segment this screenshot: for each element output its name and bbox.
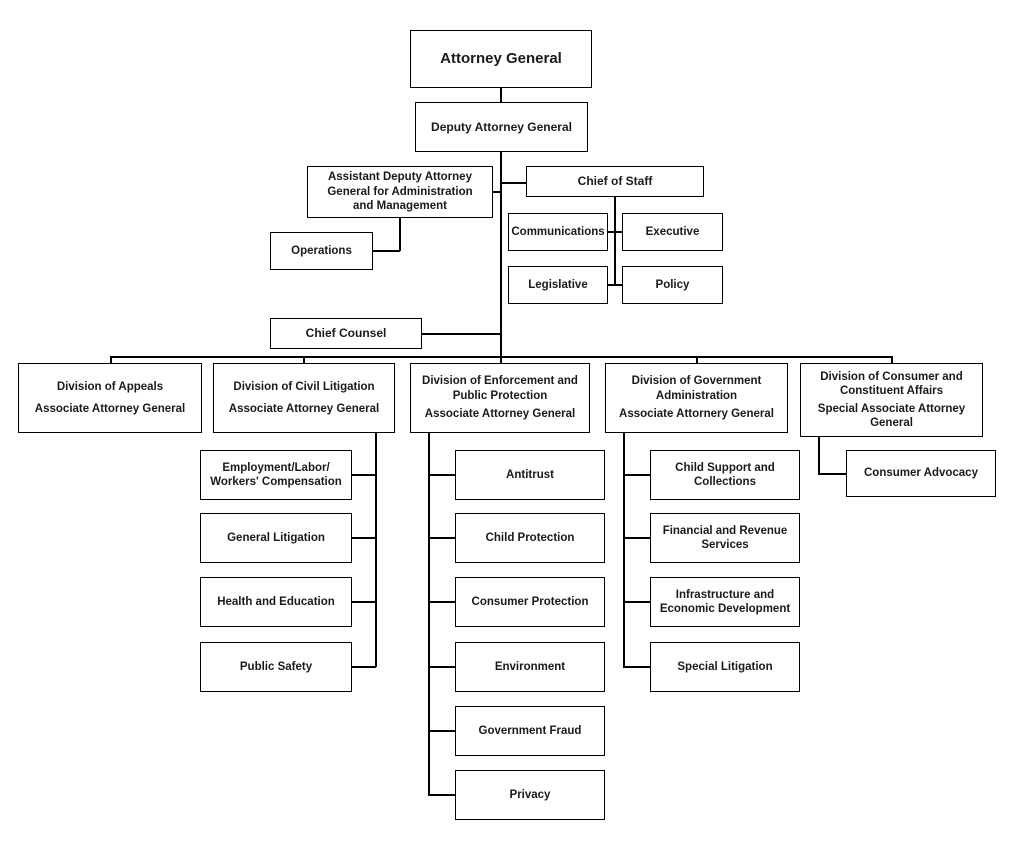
node-government-fraud: Government Fraud [455, 706, 605, 756]
connector-assistant-deputy-spine [493, 191, 502, 193]
connector-spine-chief-of-staff [501, 182, 526, 184]
node-label: Policy [655, 278, 690, 291]
node-legislative: Legislative [508, 266, 608, 304]
node-environment: Environment [455, 642, 605, 692]
division-title: Division of Consumer and Constituent Aff… [820, 370, 963, 398]
node-child-support-collections: Child Support and Collections [650, 450, 800, 500]
node-consumer-protection: Consumer Protection [455, 577, 605, 627]
division-title: Division of Appeals [56, 381, 164, 394]
division-title: Division of Civil Litigation [233, 381, 375, 394]
connector-child-support [623, 474, 650, 476]
node-operations: Operations [270, 232, 373, 270]
node-attorney-general: Attorney General [410, 30, 592, 88]
node-assistant-deputy-ag: Assistant Deputy Attorney General for Ad… [307, 166, 493, 218]
connector-operations [373, 250, 400, 252]
connector-antitrust [428, 474, 455, 476]
node-consumer-advocacy: Consumer Advocacy [846, 450, 996, 497]
node-label: Assistant Deputy Attorney General for Ad… [327, 171, 473, 213]
connector-employment-labor [352, 474, 376, 476]
connector-divisions-bus [110, 356, 892, 358]
division-subtitle: Associate Attorney General [34, 402, 186, 415]
node-financial-revenue-services: Financial and Revenue Services [650, 513, 800, 563]
node-label: Employment/Labor/ Workers' Compensation [210, 461, 342, 488]
node-label: Child Protection [485, 531, 575, 544]
node-general-litigation: General Litigation [200, 513, 352, 563]
node-label: Public Safety [239, 660, 313, 673]
connector-drop-government-administration [696, 356, 698, 364]
connector-assistant-deputy-drop [399, 218, 401, 251]
connector-drop-appeals [110, 356, 112, 364]
node-label: General Litigation [227, 531, 325, 544]
connector-main-spine [500, 152, 502, 363]
connector-consumer-protection [428, 601, 455, 603]
node-policy: Policy [622, 266, 723, 304]
connector-government-fraud [428, 730, 455, 732]
node-child-protection: Child Protection [455, 513, 605, 563]
connector-environment [428, 666, 455, 668]
node-label: Executive [645, 225, 700, 238]
node-label: Privacy [509, 788, 551, 801]
connector-civil-children-spine [375, 433, 377, 667]
connector-ag-deputy [500, 88, 502, 102]
node-deputy-attorney-general: Deputy Attorney General [415, 102, 588, 152]
node-division-enforcement: Division of Enforcement and Public Prote… [410, 363, 590, 433]
node-antitrust: Antitrust [455, 450, 605, 500]
node-communications: Communications [508, 213, 608, 251]
connector-infrastructure [623, 601, 650, 603]
connector-communications-executive [608, 231, 622, 233]
division-subtitle: Associate Attorney General [424, 408, 576, 421]
node-label: Consumer Advocacy [864, 467, 978, 480]
connector-special-litigation [623, 666, 650, 668]
node-label: Operations [291, 244, 352, 257]
node-label: Financial and Revenue Services [662, 524, 788, 551]
connector-chief-counsel-spine [421, 333, 501, 335]
node-employment-labor-workers-comp: Employment/Labor/ Workers' Compensation [200, 450, 352, 500]
node-chief-counsel: Chief Counsel [270, 318, 422, 349]
node-label: Consumer Protection [471, 595, 589, 608]
node-division-government-administration: Division of Government Administration As… [605, 363, 788, 433]
division-title: Division of Enforcement and Public Prote… [422, 375, 578, 402]
node-chief-of-staff: Chief of Staff [526, 166, 704, 197]
node-executive: Executive [622, 213, 723, 251]
connector-govadmin-children-spine [623, 433, 625, 667]
node-public-safety: Public Safety [200, 642, 352, 692]
node-infrastructure-economic-dev: Infrastructure and Economic Development [650, 577, 800, 627]
node-label: Legislative [528, 278, 588, 291]
node-label: Child Support and Collections [675, 461, 775, 488]
connector-chief-of-staff-drop [614, 196, 616, 286]
division-title: Division of Government Administration [631, 375, 762, 402]
connector-public-safety [352, 666, 376, 668]
node-division-civil-litigation: Division of Civil Litigation Associate A… [213, 363, 395, 433]
connector-drop-consumer-constituent [891, 356, 893, 364]
connector-privacy [428, 794, 455, 796]
connector-child-protection [428, 537, 455, 539]
node-label: Chief Counsel [305, 326, 387, 340]
node-privacy: Privacy [455, 770, 605, 820]
node-label: Antitrust [506, 468, 554, 481]
connector-legislative-policy [608, 284, 622, 286]
node-label: Government Fraud [478, 724, 582, 737]
node-health-and-education: Health and Education [200, 577, 352, 627]
node-division-consumer-constituent: Division of Consumer and Constituent Aff… [800, 363, 983, 437]
node-special-litigation: Special Litigation [650, 642, 800, 692]
connector-general-litigation [352, 537, 376, 539]
node-label: Health and Education [217, 595, 335, 608]
node-label: Infrastructure and Economic Development [659, 588, 791, 615]
connector-consumer-advocacy-drop [818, 433, 820, 475]
node-label: Environment [494, 660, 566, 673]
node-label: Attorney General [440, 49, 562, 67]
node-label: Chief of Staff [577, 174, 653, 188]
node-division-appeals: Division of Appeals Associate Attorney G… [18, 363, 202, 433]
division-subtitle: Associate Attorney General [228, 402, 380, 415]
connector-consumer-advocacy [818, 473, 846, 475]
connector-health-education [352, 601, 376, 603]
division-subtitle: Associate Attornery General [619, 408, 774, 421]
connector-financial-revenue [623, 537, 650, 539]
node-label: Communications [511, 225, 605, 238]
node-label: Deputy Attorney General [431, 119, 572, 134]
connector-drop-civil-litigation [303, 356, 305, 364]
node-label: Special Litigation [677, 660, 773, 673]
division-subtitle: Special Associate Attorney General [817, 402, 966, 429]
connector-enforcement-children-spine [428, 433, 430, 795]
